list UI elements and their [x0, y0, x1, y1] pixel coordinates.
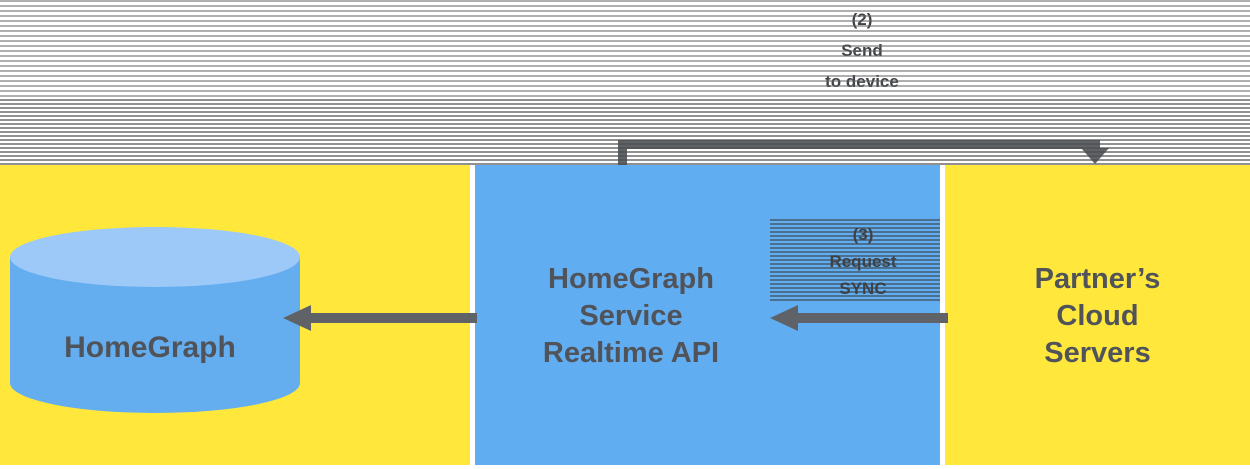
homegraph-panel: HomeGraph [0, 165, 470, 465]
partner-label-line3: Servers [1044, 337, 1151, 369]
service-label: HomeGraph Service Realtime API [475, 261, 787, 372]
service-label-line2: Service [579, 300, 683, 332]
homegraph-database-cylinder-icon [10, 227, 300, 413]
service-label-line3: Realtime API [542, 337, 720, 369]
arrow-service-to-homegraph [283, 305, 477, 331]
scanline-artifact-upper [0, 0, 1250, 99]
request-sync-step-number: (3) [852, 225, 874, 244]
partner-label-line2: Cloud [1056, 300, 1139, 332]
flow-step-text-line2: to device [825, 72, 899, 91]
partner-label: Partner’s Cloud Servers [945, 261, 1250, 372]
request-sync-text-line2: SYNC [839, 279, 887, 298]
request-sync-label: (3) Request SYNC [763, 221, 963, 302]
partner-cloud-panel: Partner’s Cloud Servers [945, 165, 1250, 465]
arrow-shaft [796, 313, 948, 323]
flow-step-label: (2) Send to device [762, 4, 962, 97]
arrow-left-head-icon [770, 305, 798, 331]
request-sync-text-line1: Request [829, 252, 897, 271]
arrow-shaft [309, 313, 477, 323]
flow-arrow-down-head-icon [1081, 148, 1109, 164]
service-label-line1: HomeGraph [548, 263, 714, 295]
homegraph-label: HomeGraph [64, 331, 236, 364]
partner-label-line1: Partner’s [1034, 263, 1161, 295]
arrow-partner-to-service [770, 305, 948, 331]
flow-step-number: (2) [851, 10, 873, 29]
flow-step-text-line1: Send [841, 41, 883, 60]
arrow-left-head-icon [283, 305, 311, 331]
flow-annotation-region: (2) Send to device [0, 0, 1250, 165]
flow-arrow-line [618, 140, 1100, 149]
